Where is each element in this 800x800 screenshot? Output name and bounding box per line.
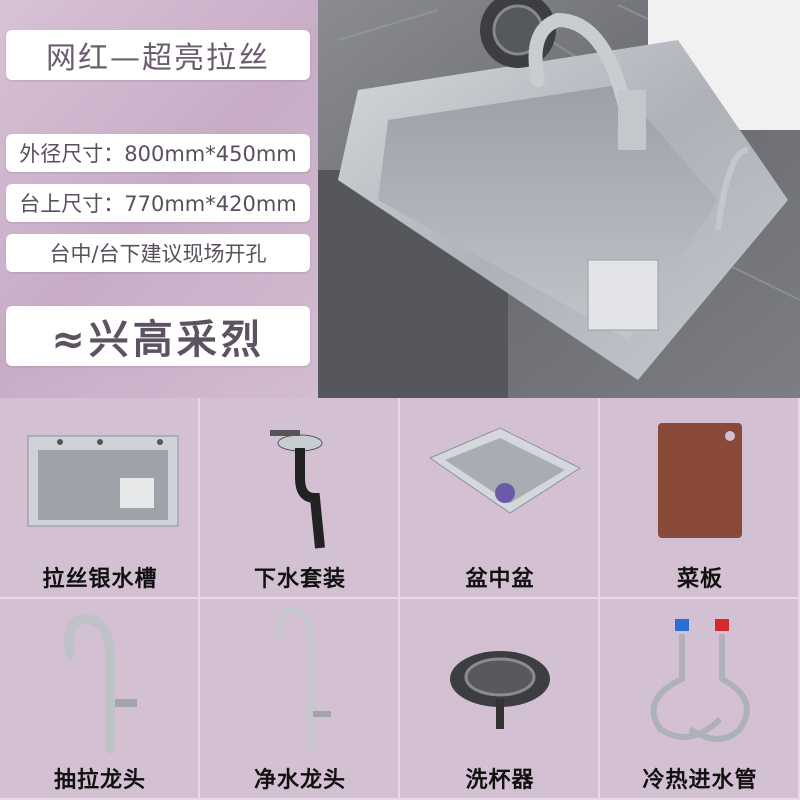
- drain-kit-icon: [270, 430, 325, 549]
- accessory-sink: 拉丝银水槽: [0, 398, 200, 599]
- cup-washer-icon: [450, 651, 550, 729]
- accessory-label: 抽拉龙头: [53, 768, 146, 793]
- accessory-inner-basin: 盆中盆: [400, 398, 600, 599]
- accessory-pull-out-faucet: 抽拉龙头: [0, 599, 200, 800]
- accessory-purifier-faucet: 净水龙头: [200, 599, 400, 800]
- accessory-label: 净水龙头: [253, 768, 346, 793]
- cutting-board-icon: [658, 423, 742, 538]
- accessory-label: 下水套装: [253, 567, 346, 592]
- water-hose-icon: [650, 619, 750, 742]
- accessory-label: 盆中盆: [465, 567, 535, 592]
- accessories-grid: 拉丝银水槽 下水套装 盆中盆 菜板 抽拉龙头: [0, 398, 800, 800]
- accessory-label: 冷热进水管: [642, 768, 758, 793]
- accessory-label: 拉丝银水槽: [42, 567, 158, 592]
- install-note: 台中/台下建议现场开孔: [6, 234, 310, 272]
- info-panel: 网红—超亮拉丝 外径尺寸：800mm*450mm 台上尺寸：770mm*420m…: [0, 0, 318, 398]
- accessory-label: 洗杯器: [465, 768, 535, 793]
- product-title: 网红—超亮拉丝: [6, 30, 310, 80]
- purifier-faucet-icon: [276, 607, 331, 752]
- accessory-water-hose: 冷热进水管: [600, 599, 800, 800]
- pull-out-faucet-icon: [64, 613, 137, 754]
- accessory-label: 菜板: [676, 567, 723, 592]
- sink-illustration: [318, 0, 800, 398]
- outer-size-spec: 外径尺寸：800mm*450mm: [6, 134, 310, 172]
- accessory-drain-kit: 下水套装: [200, 398, 400, 599]
- hero-sink-photo: [318, 0, 800, 398]
- top-size-spec: 台上尺寸：770mm*420mm: [6, 184, 310, 222]
- accessory-cutting-board: 菜板: [600, 398, 800, 599]
- sink-icon: [27, 435, 179, 527]
- accessory-cup-washer: 洗杯器: [400, 599, 600, 800]
- slogan: ≈兴高采烈: [6, 306, 310, 366]
- inner-basin-icon: [428, 427, 582, 514]
